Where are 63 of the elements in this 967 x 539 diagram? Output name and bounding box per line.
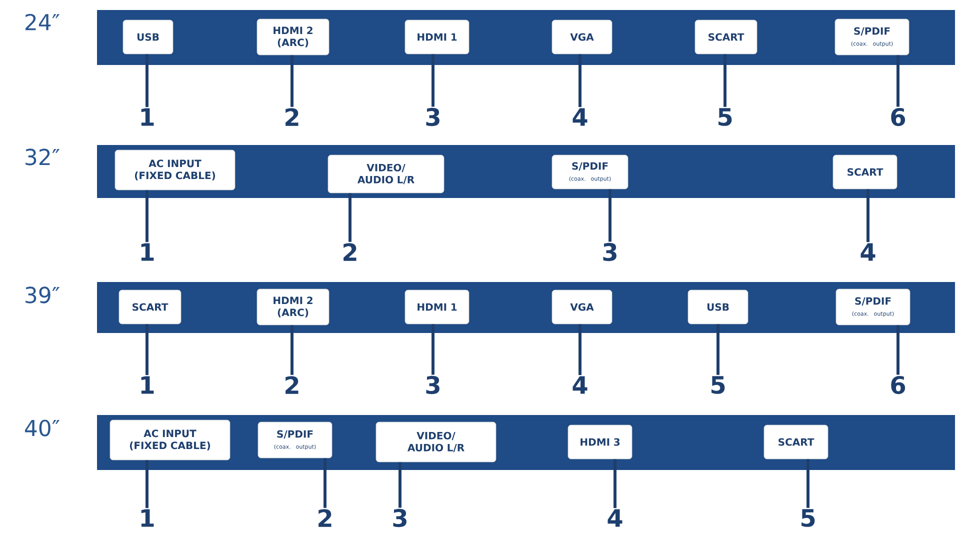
callout-number: 3 [426,376,440,394]
leader-line [578,324,582,376]
leader-line [290,325,294,375]
port-box: HDMI 3 [568,424,632,460]
callout-number: 2 [286,376,298,394]
callout-number: 4 [860,243,876,261]
callout-number: 5 [712,376,725,394]
callout-number: 4 [608,509,622,527]
size-label: 40″ [24,420,60,436]
port-box: SCART [694,20,758,54]
callout-number: 1 [141,509,154,527]
port-box: HDMI 2 (ARC) [256,288,330,326]
callout-number: 5 [802,509,815,527]
leader-line [608,189,612,242]
callout-number: 3 [393,508,406,528]
leader-line [724,54,726,107]
port-box: SCART [832,154,898,190]
leader-line [866,189,870,242]
size-label: 39″ [26,286,60,304]
callout-number: 6 [891,376,906,394]
port-box: USB [122,20,174,54]
leader-line [146,190,148,242]
port-box: VIDEO/ AUDIO L/R [328,154,444,194]
leader-line [290,55,294,107]
leader-line [146,54,148,108]
callout-number: 2 [344,243,356,261]
port-box: VIDEO/ AUDIO L/R [376,422,496,462]
callout-number: 6 [891,108,906,126]
callout-number: 2 [286,108,298,126]
port-box: HDMI 2 (ARC) [256,18,330,56]
leader-line [432,54,434,107]
port-box: USB [688,290,748,324]
leader-line [806,459,810,508]
callout-number: 1 [141,108,154,126]
port-box: SCART [764,424,828,460]
leader-line [324,458,326,508]
leader-line [614,459,616,508]
leader-line [398,462,402,508]
callout-number: 3 [426,108,440,126]
leader-line [578,54,582,108]
size-label: 32″ [26,148,60,166]
port-box: SCART [118,290,182,324]
leader-line [146,460,148,508]
callout-number: 1 [141,243,154,261]
port-box: VGA [552,20,612,54]
port-box: AC INPUT (FIXED CABLE) [110,420,230,460]
callout-number: 2 [318,509,332,527]
port-box: HDMI 1 [404,20,470,54]
leader-line [432,324,434,375]
callout-number: 5 [718,108,732,126]
port-box: AC INPUT (FIXED CABLE) [114,150,236,190]
port-box: HDMI 1 [404,290,470,324]
callout-number: 4 [572,108,588,126]
callout-number: 1 [141,376,154,394]
leader-line [896,55,900,107]
leader-line [716,324,720,375]
leader-line [348,193,352,242]
size-label: 24″ [26,14,60,30]
leader-line [146,324,148,376]
callout-number: 3 [603,242,616,262]
callout-number: 4 [572,376,588,394]
port-box: VGA [552,290,612,324]
leader-line [896,325,900,375]
